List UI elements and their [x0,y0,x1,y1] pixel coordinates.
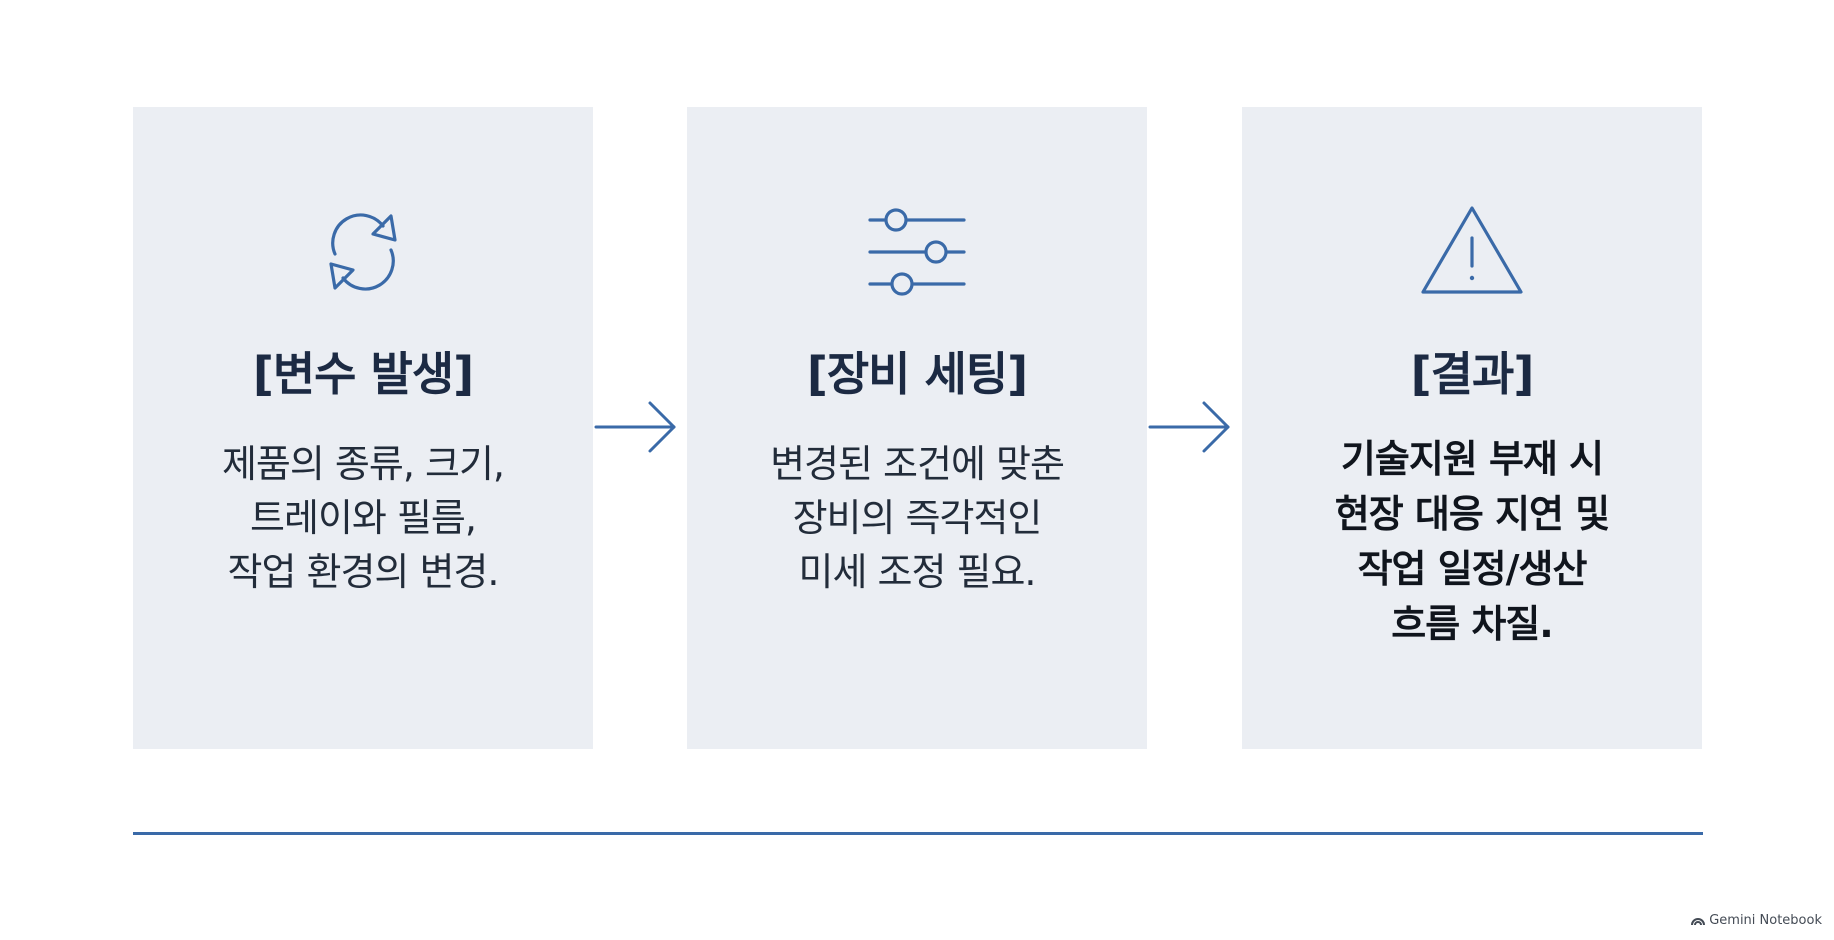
step-card-result: [결과] 기술지원 부재 시 현장 대응 지연 및 작업 일정/생산 흐름 차질… [1242,107,1702,749]
description-line: 제품의 종류, 크기, [221,442,505,486]
arrow-right-icon [594,397,679,457]
notebook-logo-icon [1691,917,1706,925]
watermark-text: Gemini Notebook [1709,913,1822,928]
step-description: 제품의 종류, 크기, 트레이와 필름, 작업 환경의 변경. [153,437,573,599]
watermark: Gemini Notebook [1691,913,1822,928]
step-card-equipment-setting: [장비 세팅] 변경된 조건에 맞춘 장비의 즉각적인 미세 조정 필요. [687,107,1147,749]
step-title: [결과] [1410,347,1535,401]
description-line: 트레이와 필름, [250,496,477,540]
description-line: 흐름 차질. [1391,602,1554,646]
description-line: 작업 일정/생산 [1357,547,1588,591]
step-title: [장비 세팅] [806,347,1028,401]
step-title: [변수 발생] [252,347,474,401]
warning-triangle-icon [1242,197,1702,307]
sliders-adjust-icon [687,197,1147,307]
description-line: 현장 대응 지연 및 [1334,492,1610,536]
step-description: 변경된 조건에 맞춘 장비의 즉각적인 미세 조정 필요. [707,437,1127,599]
description-line: 작업 환경의 변경. [227,550,500,594]
description-line: 미세 조정 필요. [798,550,1037,594]
arrow-right-icon [1148,397,1233,457]
refresh-cycle-icon [133,197,593,307]
step-description: 기술지원 부재 시 현장 대응 지연 및 작업 일정/생산 흐름 차질. [1262,432,1682,652]
description-line: 변경된 조건에 맞춘 [770,442,1065,486]
description-line: 기술지원 부재 시 [1340,437,1604,481]
bottom-divider [133,832,1703,835]
step-card-variable: [변수 발생] 제품의 종류, 크기, 트레이와 필름, 작업 환경의 변경. [133,107,593,749]
description-line: 장비의 즉각적인 [792,496,1043,540]
